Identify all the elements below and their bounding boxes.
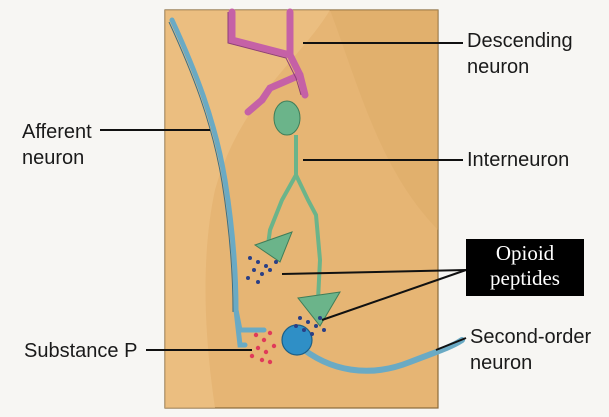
leader-opioid-2 — [321, 269, 467, 321]
descending-neuron-outline — [227, 12, 302, 96]
label-substance-p-text: Substance P — [24, 340, 138, 362]
leader-second-order — [435, 337, 467, 351]
label-opioid-peptides-line1: Opioid — [495, 241, 555, 265]
label-interneuron-text: Interneuron — [467, 149, 570, 171]
leader-lines — [100, 42, 467, 351]
label-afferent-neuron-line2: neuron — [22, 147, 85, 169]
descending-neuron — [228, 8, 309, 116]
label-second-order-neuron-line1: Second-order — [470, 326, 592, 348]
label-opioid-peptides: Opioid peptides — [466, 239, 584, 296]
afferent-neuron-outline — [168, 21, 234, 313]
label-opioid-peptides-line2: peptides — [490, 266, 560, 290]
second-order-neuron — [281, 324, 465, 374]
label-second-order-neuron-line2: neuron — [470, 352, 533, 374]
label-substance-p: Substance P — [24, 338, 137, 364]
label-descending-neuron: Descending neuron — [467, 28, 573, 80]
label-afferent-neuron: Afferent neuron — [22, 119, 92, 171]
interneuron — [253, 100, 341, 327]
afferent-neuron — [169, 17, 267, 348]
tissue-boundary-right — [330, 10, 438, 230]
label-interneuron: Interneuron — [467, 147, 569, 173]
label-descending-neuron-line2: neuron — [467, 56, 530, 78]
label-descending-neuron-line1: Descending — [467, 30, 573, 52]
leader-opioid-1 — [281, 269, 467, 275]
label-second-order-neuron: Second-order neuron — [470, 324, 591, 376]
substance-p-dots — [249, 330, 277, 365]
opioid-dots — [246, 256, 326, 336]
label-afferent-neuron-line1: Afferent — [22, 121, 92, 143]
